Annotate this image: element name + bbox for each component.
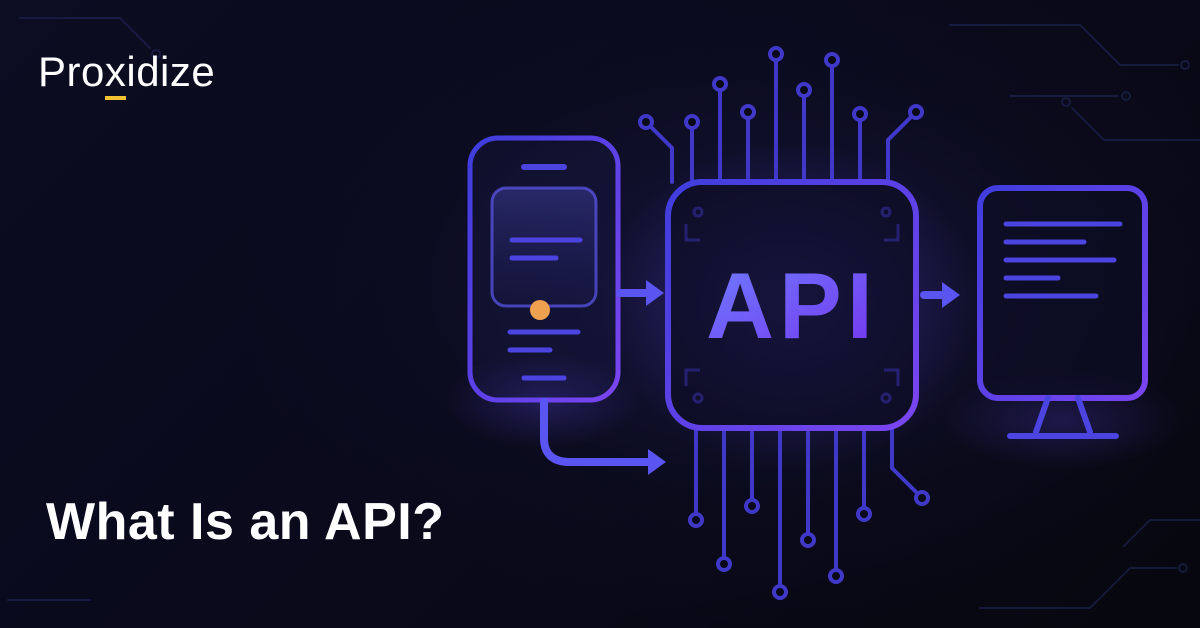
logo-text-pre: Pro [38,48,105,95]
circuit-traces-bottom [688,426,930,600]
api-chip-label: API [706,253,878,358]
monitor-text-lines [1003,221,1123,299]
phone-illustration [467,135,621,403]
monitor-illustration [977,185,1148,439]
page-title: What Is an API? [46,493,445,551]
curved-arrow-icon [540,398,666,475]
circuit-traces-top [638,46,924,184]
circuit-node [1178,563,1188,573]
circuit-line [1071,107,1200,141]
phone-screen [490,186,598,308]
api-flow-illustration: API [444,46,1182,600]
logo-text-post: idize [126,48,216,95]
circuit-line [949,24,1179,66]
monitor-screen [977,185,1148,401]
arrow-phone-to-chip-icon [616,280,664,306]
circuit-node [151,49,161,59]
monitor-stand [1007,395,1119,439]
logo: Proxidize [38,48,215,100]
orange-dot [530,300,550,320]
circuit-line [979,567,1177,609]
circuit-line [1123,519,1200,547]
circuit-node [1180,60,1190,70]
chip-body [665,179,919,431]
logo-underline: x [104,51,127,100]
phone-screen-text-lines [507,237,583,353]
arrow-chip-to-monitor-icon [920,282,960,308]
chip-inner-details [684,206,900,404]
circuit-line [19,17,151,49]
circuit-node [1061,97,1071,107]
api-chip: API [665,179,919,431]
circuit-node [1121,91,1131,101]
